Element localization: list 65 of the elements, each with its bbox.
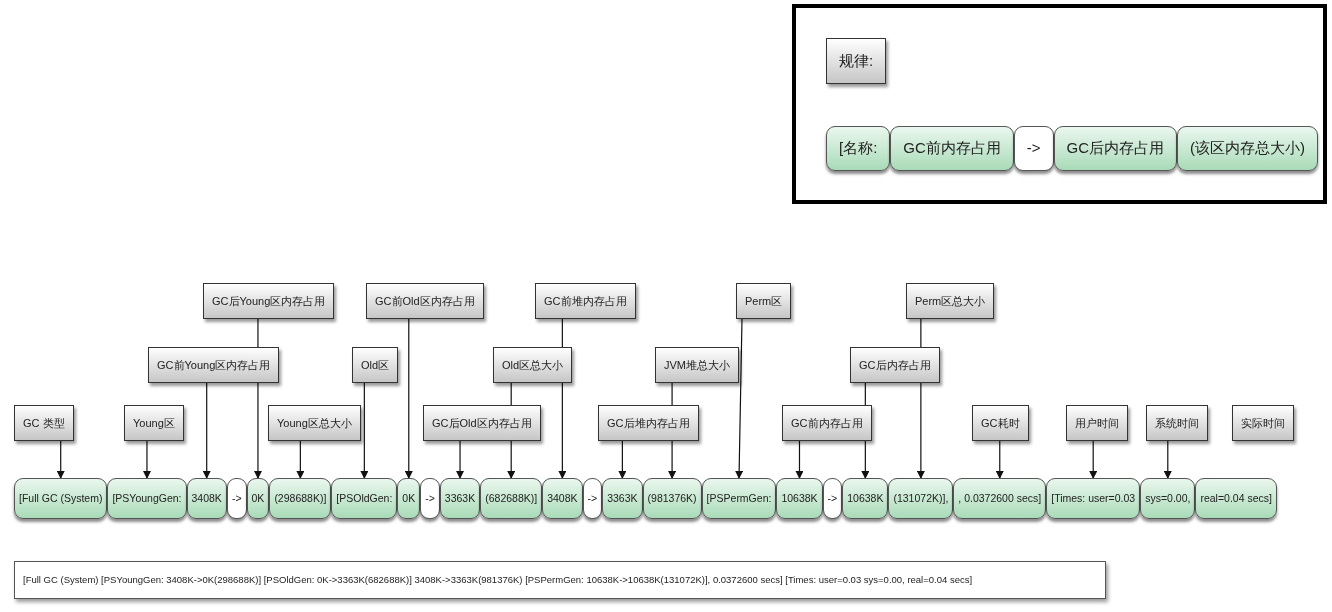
log-segment-pill: 3408K [542,478,583,519]
callout-box: GC后Young区内存占用 [203,283,335,319]
log-segment-pill: (该区内存总大小) [1177,126,1319,171]
callout-box: GC耗时 [972,405,1029,441]
callout-box: GC前Young区内存占用 [148,347,280,383]
log-segment-pill: GC后内存占用 [1053,126,1178,171]
callout-box: 实际时间 [1232,405,1294,441]
callout-box: GC 类型 [14,405,74,441]
leader-arrow [360,382,369,479]
callout-box: Old区总大小 [493,347,573,383]
log-segment-pill: [PSYoungGen: [107,478,187,519]
arrow-symbol-cell: -> [822,478,843,519]
log-segment-pill: 0K [246,478,270,519]
log-segment-pill: GC前内存占用 [890,126,1014,171]
log-segment-pill: (131072K)], [888,478,954,519]
callout-box: Perm区 [736,283,792,319]
log-segment-pill: [PSOldGen: [331,478,398,519]
log-segment-pill: 3363K [439,478,481,519]
log-segment-pill: real=0.04 secs] [1195,478,1277,519]
log-segment-pill: (981376K) [642,478,702,519]
leader-arrow [56,440,65,479]
callout-box: JVM堆总大小 [655,347,739,383]
callout-box: 系统时间 [1146,405,1208,441]
log-segment-pill: , 0.0372600 secs] [953,478,1047,519]
callout-box: Old区 [352,347,399,383]
frame-box [792,4,1327,204]
callout-box: 用户时间 [1066,405,1128,441]
rule-heading-box: 规律: [826,38,887,84]
callout-box: GC前堆内存占用 [535,283,636,319]
log-segment-pill: 3408K [186,478,227,519]
leader-arrow [618,440,627,479]
log-segment-pill: [PSPermGen: [701,478,777,519]
leader-arrow [142,440,151,479]
leader-arrow [404,318,413,479]
leader-arrow [735,318,744,479]
log-text-box: [Full GC (System) [PSYoungGen: 3408K->0K(298688K)] [PSOldGen: 0K->3363K(682688K)] 3408K->3363K(981376K) [PSPermGen: 10638K->10638K(131072K)], 0.0372600 secs] [Times: user=0.03 sys=0.00, real=0.04 secs] [14,561,1106,599]
callout-box: GC前内存占用 [782,405,872,441]
log-segment-pill: 0K [397,478,421,519]
log-segment-pill: sys=0.00, [1140,478,1196,519]
arrow-symbol-cell: -> [226,478,247,519]
callout-box: Perm区总大小 [906,283,995,319]
leader-arrow [795,440,804,479]
leader-arrow [456,440,465,479]
leader-arrow [1089,440,1098,479]
arrow-symbol-cell: -> [582,478,603,519]
callout-box: GC后堆内存占用 [598,405,699,441]
callout-box: GC后Old区内存占用 [423,405,541,441]
log-segment-pill: [名称: [826,126,891,171]
callout-box: Young区 [124,405,184,441]
leader-arrow [296,440,305,479]
arrow-symbol-cell: -> [420,478,440,519]
log-segment-pill: [Times: user=0.03 [1046,478,1141,519]
leader-arrow [1163,440,1172,479]
log-segment-pill: [Full GC (System) [14,478,108,519]
log-segment-pill: (682688K)] [480,478,543,519]
callout-box: Young区总大小 [268,405,361,441]
log-segment-pill: 10638K [776,478,823,519]
leader-arrow [202,382,211,479]
log-segment-pill: 3363K [602,478,643,519]
leader-arrow [995,440,1004,479]
callout-box: GC后内存占用 [850,347,940,383]
log-segment-pill: 10638K [842,478,889,519]
callout-box: GC前Old区内存占用 [366,283,484,319]
log-segment-pill: (298688K)] [269,478,332,519]
arrow-symbol-cell: -> [1013,126,1054,171]
